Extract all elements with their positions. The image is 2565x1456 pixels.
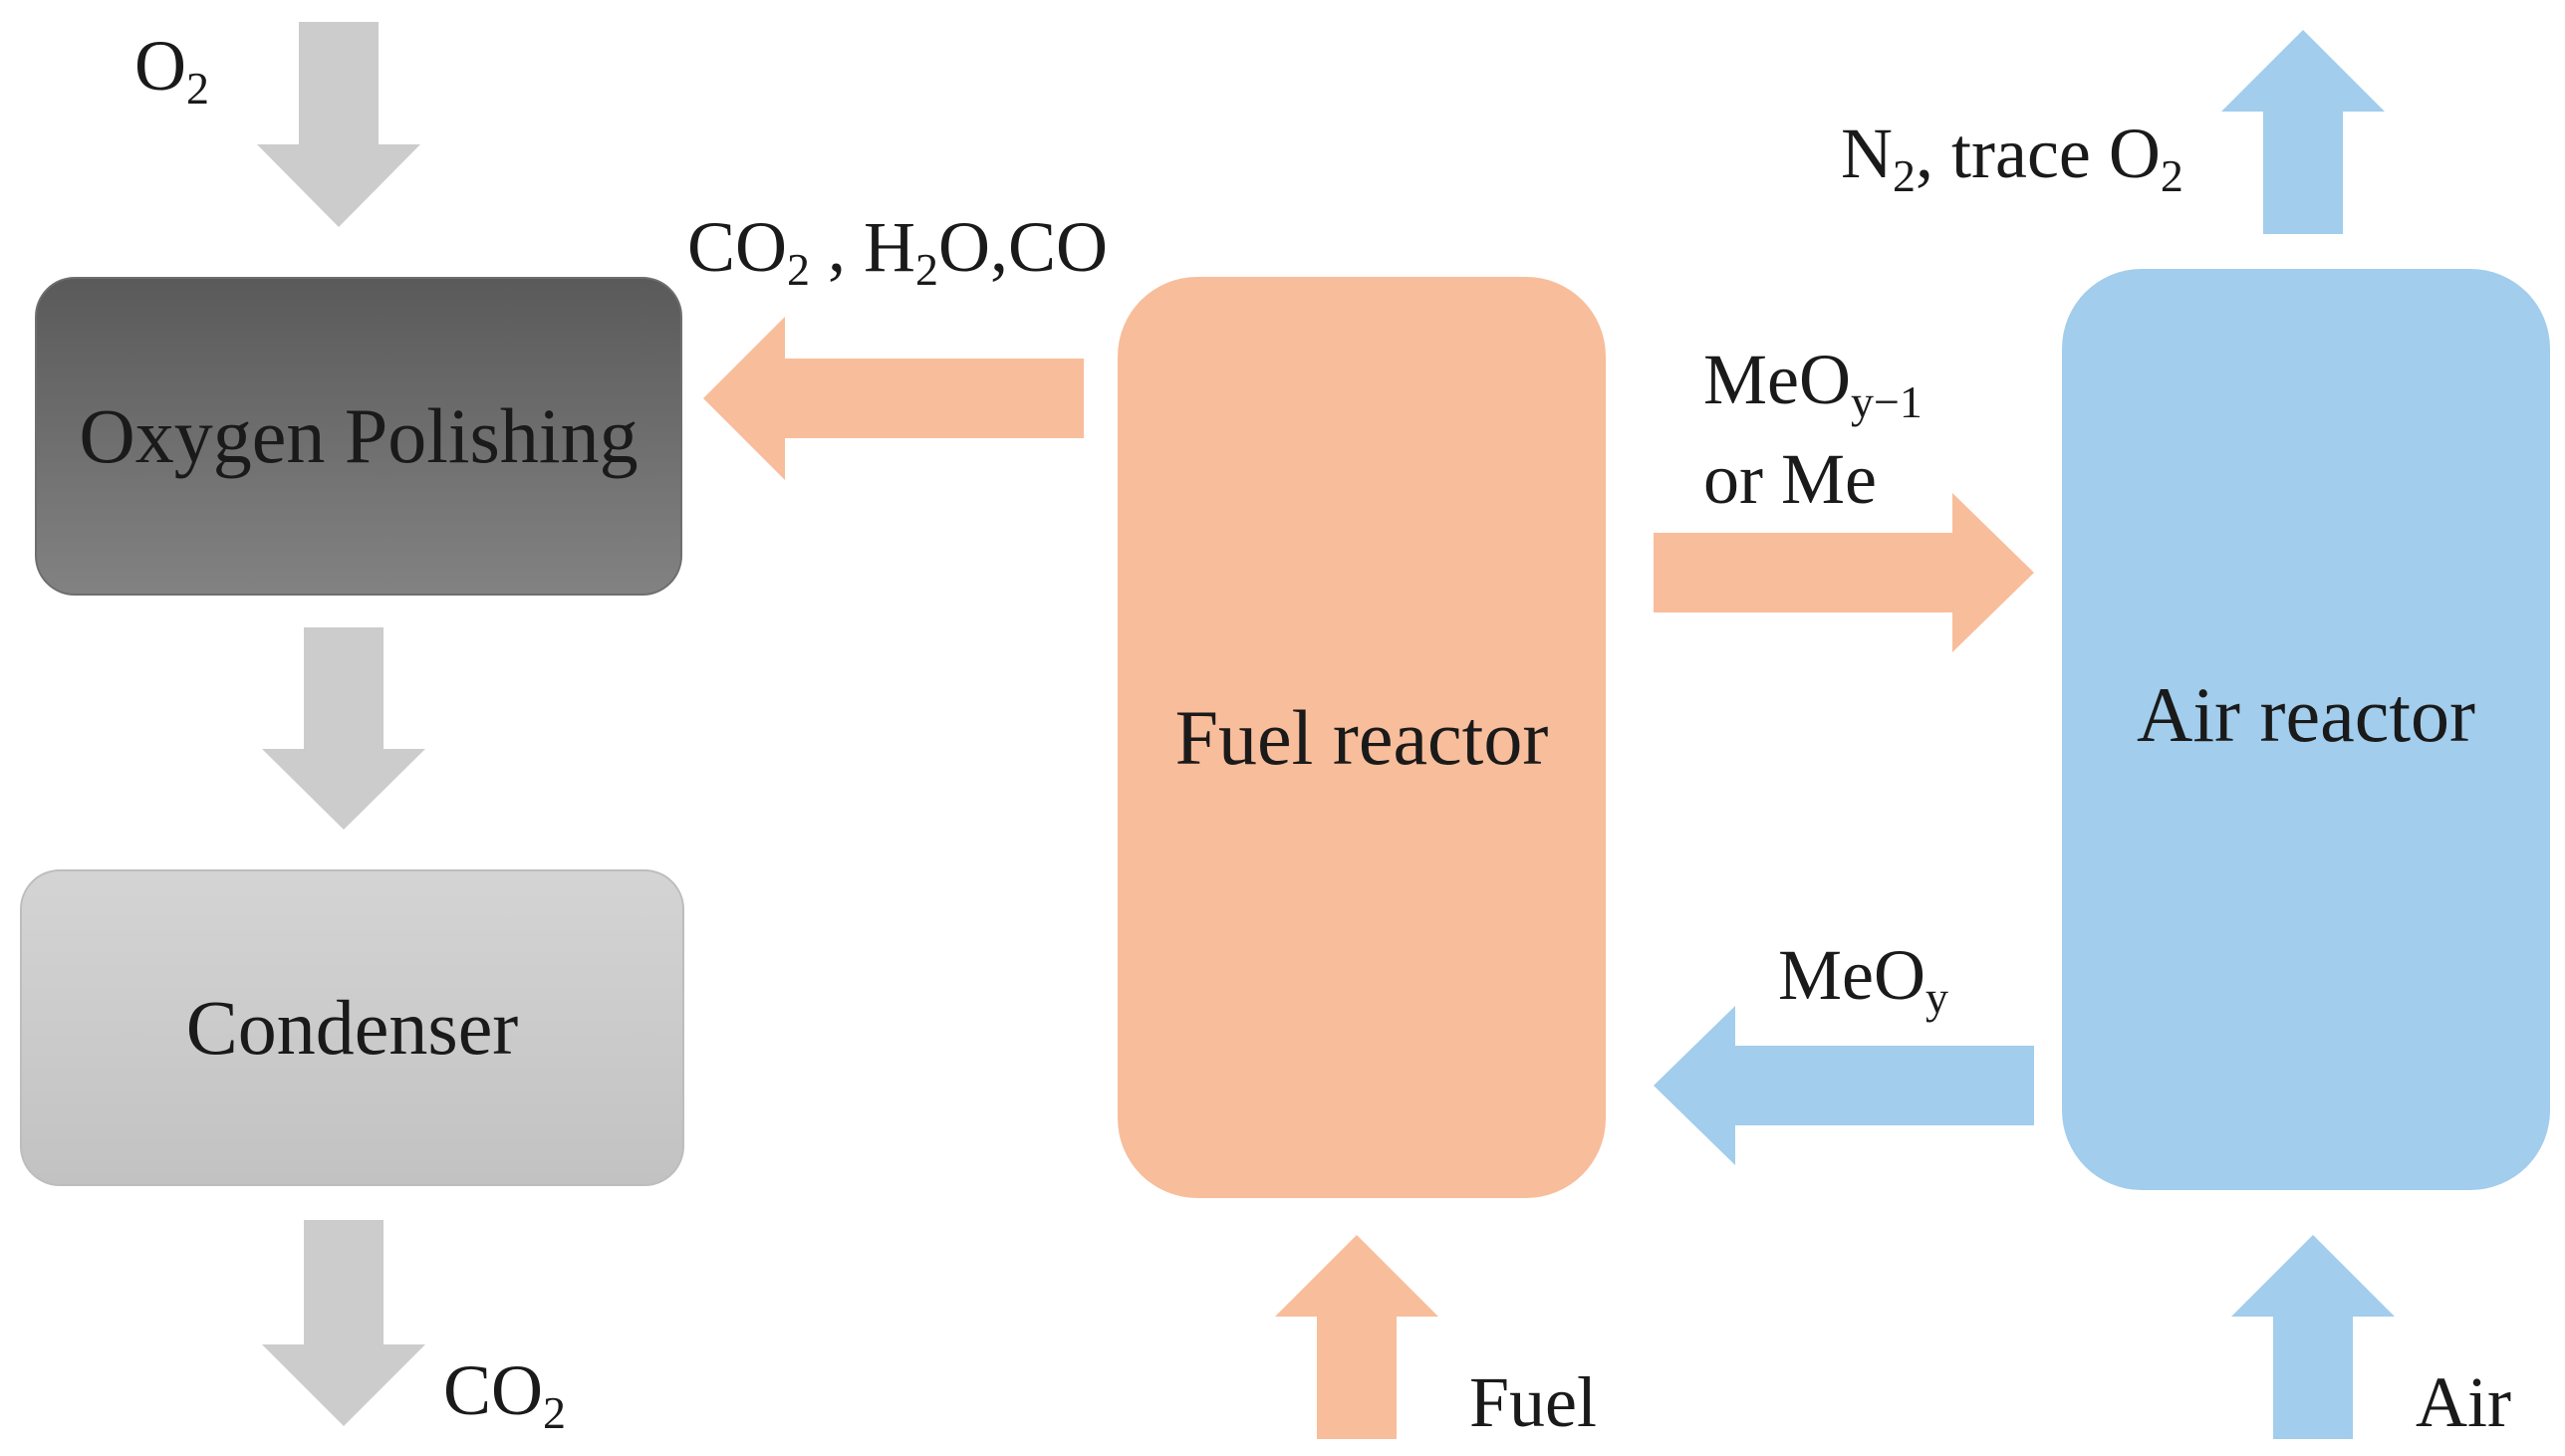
trace-o2-sub: 2 [2160, 150, 2183, 201]
gas-h2-sub: 2 [915, 244, 939, 295]
trace-o2-base: , trace O [1916, 114, 2161, 193]
air-to-fuel-reactor-arrow [1654, 1006, 2034, 1165]
gas-co2-base: CO [687, 207, 788, 287]
oxygen-polishing-box: Oxygen Polishing [35, 277, 682, 596]
meo-base: MeO [1703, 340, 1851, 419]
n2-sub: 2 [1893, 150, 1916, 201]
o2-inflow-arrow [257, 22, 420, 227]
reduced-carrier-label-line2: or Me [1703, 439, 1877, 519]
o2-base: O [134, 26, 186, 106]
fuel-to-air-reactor-arrow [1654, 493, 2034, 652]
air-inflow-label: Air [2416, 1362, 2511, 1442]
gas-co2-sub: 2 [787, 244, 811, 295]
fuel-reactor-label: Fuel reactor [1174, 693, 1549, 781]
co2-sub: 2 [543, 1387, 567, 1438]
co2-outflow-arrow [262, 1220, 425, 1426]
fuel-inflow-label: Fuel [1469, 1362, 1598, 1442]
n2-outflow-arrow [2221, 30, 2385, 234]
n2-base: N [1841, 114, 1893, 193]
polishing-to-condenser-arrow [262, 627, 425, 830]
condenser-label: Condenser [185, 984, 519, 1071]
air-reactor-box: Air reactor [2062, 269, 2550, 1190]
meo-sub: y−1 [1850, 376, 1923, 427]
air-reactor-label: Air reactor [2137, 670, 2475, 758]
meoy-sub: y [1924, 972, 1948, 1023]
condenser-box: Condenser [20, 869, 684, 1186]
oxygen-polishing-label: Oxygen Polishing [79, 392, 639, 479]
air-inflow-arrow [2231, 1235, 2395, 1439]
gas-to-polishing-arrow [703, 317, 1084, 480]
co2-base: CO [443, 1350, 544, 1430]
fuel-reactor-box: Fuel reactor [1118, 277, 1606, 1198]
o2-sub: 2 [186, 63, 209, 114]
gas-h2-base: , H [810, 207, 916, 287]
gas-h2o-co: O,CO [938, 207, 1109, 287]
meoy-base: MeO [1778, 935, 1925, 1015]
fuel-inflow-arrow [1275, 1235, 1438, 1439]
